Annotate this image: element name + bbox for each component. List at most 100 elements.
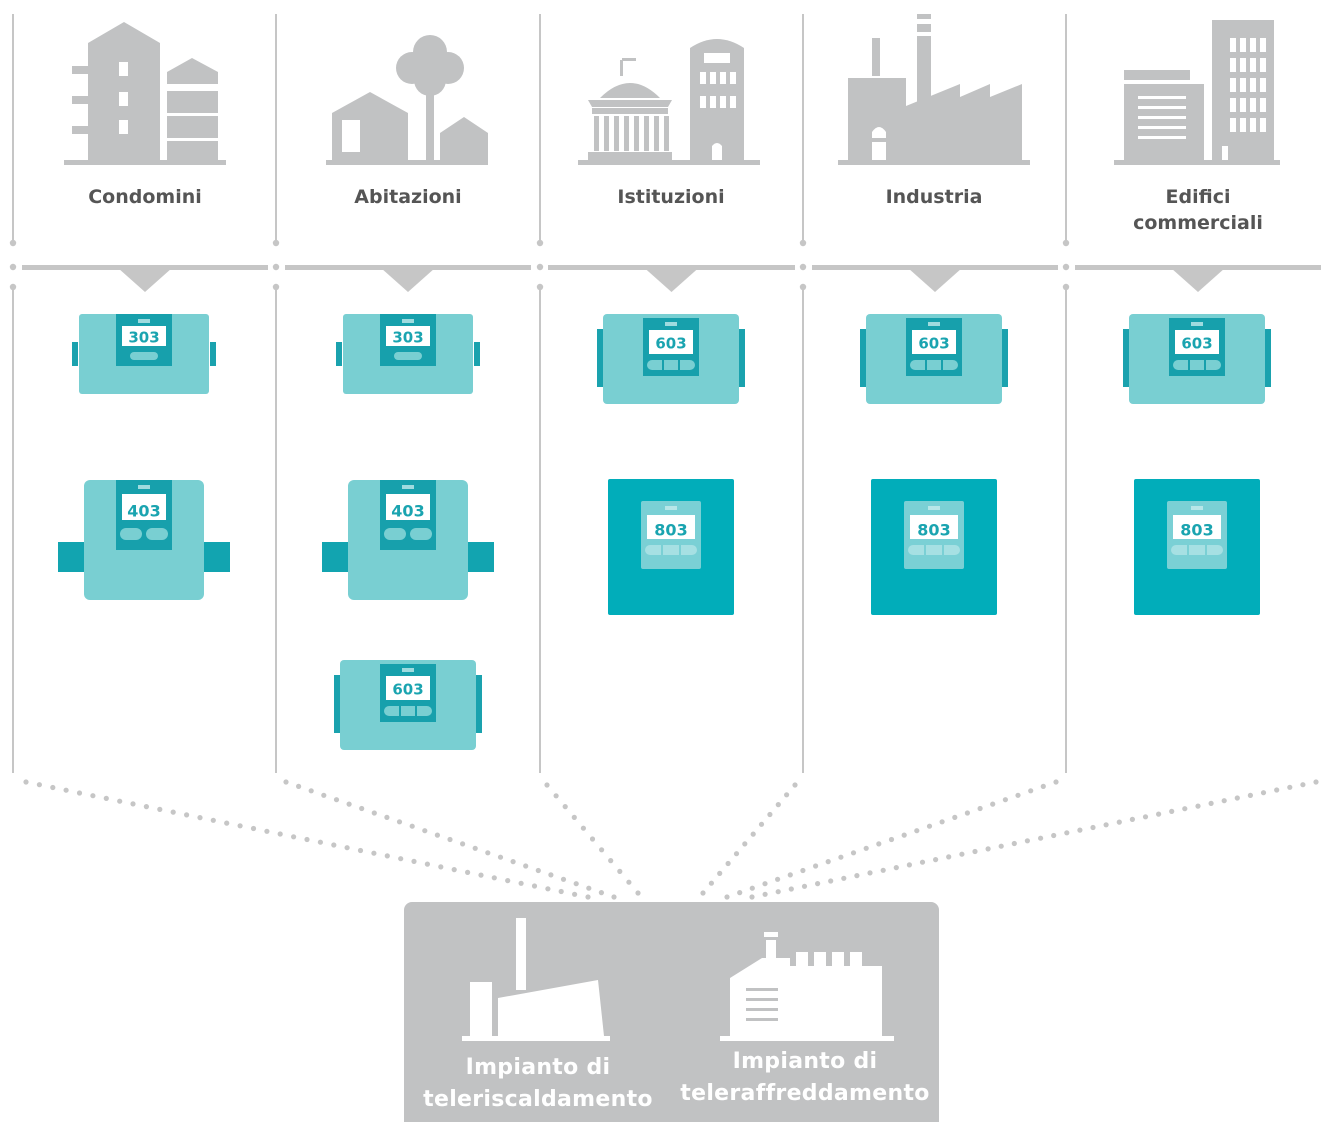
connector-dot: [1169, 808, 1175, 815]
meter-403: [322, 480, 494, 600]
connector-dot: [1234, 795, 1240, 801]
connector-dot: [434, 832, 440, 838]
plant-panel: [404, 902, 939, 1126]
cooling-plant-icon: [720, 932, 894, 1041]
connector-dot: [344, 845, 350, 851]
institution-icon: [578, 39, 760, 165]
divider-dot: [1062, 283, 1070, 291]
connector-dot: [478, 872, 484, 878]
connector-dot: [841, 875, 847, 881]
connector-dot: [585, 894, 591, 900]
connector-dot: [548, 872, 554, 878]
separator-notch: [644, 268, 699, 292]
meter-number: 803: [1180, 521, 1213, 540]
connector-dot: [876, 841, 882, 847]
connector-dot: [210, 817, 216, 823]
connector-dot: [553, 793, 559, 799]
connector-dot: [545, 886, 551, 892]
connector-dot: [346, 801, 352, 807]
connector-dot: [237, 823, 243, 829]
separator-bar: [812, 265, 1058, 270]
meter-603: [859, 313, 1009, 405]
connector-dot: [264, 828, 270, 834]
connector-dot: [838, 854, 844, 860]
connector-dot: [775, 876, 781, 882]
connector-dot: [964, 810, 971, 816]
connector-dot: [800, 867, 806, 874]
connector-dot: [985, 846, 991, 852]
connector-dot: [422, 828, 428, 834]
connector-dot: [635, 890, 641, 896]
connector-dot: [1182, 806, 1188, 812]
connector-dot: [1053, 779, 1059, 785]
connector-dot: [700, 890, 706, 896]
connector-dot: [608, 858, 614, 864]
connector-dot: [589, 836, 596, 842]
connector-dot: [775, 889, 781, 895]
divider-dot: [799, 283, 807, 291]
divider-dot: [1062, 239, 1070, 247]
connector-dot: [1129, 816, 1135, 823]
connector-dot: [1064, 830, 1070, 836]
connector-dot: [737, 890, 743, 896]
meter-number: 603: [655, 335, 686, 353]
connector-dot: [411, 858, 417, 865]
connector-dot: [946, 854, 952, 860]
connector-dot: [1011, 840, 1017, 847]
connector-dot: [792, 782, 798, 788]
connector-dot: [1274, 787, 1280, 793]
connector-dot: [438, 864, 444, 870]
separator-bar: [1075, 265, 1321, 270]
connector-dot: [598, 890, 605, 896]
connector-dot: [103, 795, 109, 802]
connector-dot: [472, 845, 478, 851]
connector-dot: [750, 831, 756, 837]
meter-803: [607, 478, 735, 616]
connector-dot: [277, 831, 283, 837]
meter-number: 603: [1181, 335, 1212, 353]
category-label-industria: Industria: [885, 186, 983, 208]
separator-bars: [22, 265, 1321, 292]
connector-dot: [1103, 822, 1109, 828]
connector-dot: [867, 870, 873, 876]
connector-dot: [762, 881, 768, 887]
divider-dot: [9, 263, 17, 271]
meter-303: [336, 314, 480, 394]
connector-dot: [63, 787, 69, 793]
meter-number: 603: [392, 681, 423, 699]
connector-dot: [157, 806, 163, 813]
industry-icon: [838, 14, 1030, 165]
connector-dot: [1038, 835, 1044, 841]
connector-dot: [359, 805, 365, 812]
connector-dot: [1040, 783, 1046, 790]
connector-dot: [485, 850, 491, 856]
category-label-istituzioni: Istituzioni: [617, 186, 725, 208]
connector-dot: [296, 783, 302, 790]
meter-number: 403: [391, 502, 424, 521]
connector-dot: [901, 832, 907, 838]
connector-dot: [333, 797, 340, 803]
divider-dot: [536, 283, 544, 291]
connector-dot: [1077, 827, 1083, 833]
connector-dot: [560, 876, 567, 882]
connector-dot: [130, 801, 136, 807]
connector-dot: [825, 859, 831, 865]
connector-dot: [535, 867, 541, 874]
connector-dot: [775, 802, 781, 808]
category-label-abitazioni: Abitazioni: [354, 186, 462, 208]
meter-603: [1122, 313, 1272, 405]
connector-dot: [197, 815, 203, 821]
connector-dot: [863, 845, 869, 851]
condominium-icon: [64, 22, 226, 165]
connector-dot: [749, 894, 755, 900]
connector-dot: [611, 894, 617, 900]
category-label-condomini: Condomini: [88, 186, 202, 208]
connector-dot: [959, 851, 965, 857]
divider-dot: [536, 239, 544, 247]
connector-dot: [117, 798, 123, 804]
meter-403: [58, 480, 230, 600]
connector-dot: [933, 857, 939, 863]
